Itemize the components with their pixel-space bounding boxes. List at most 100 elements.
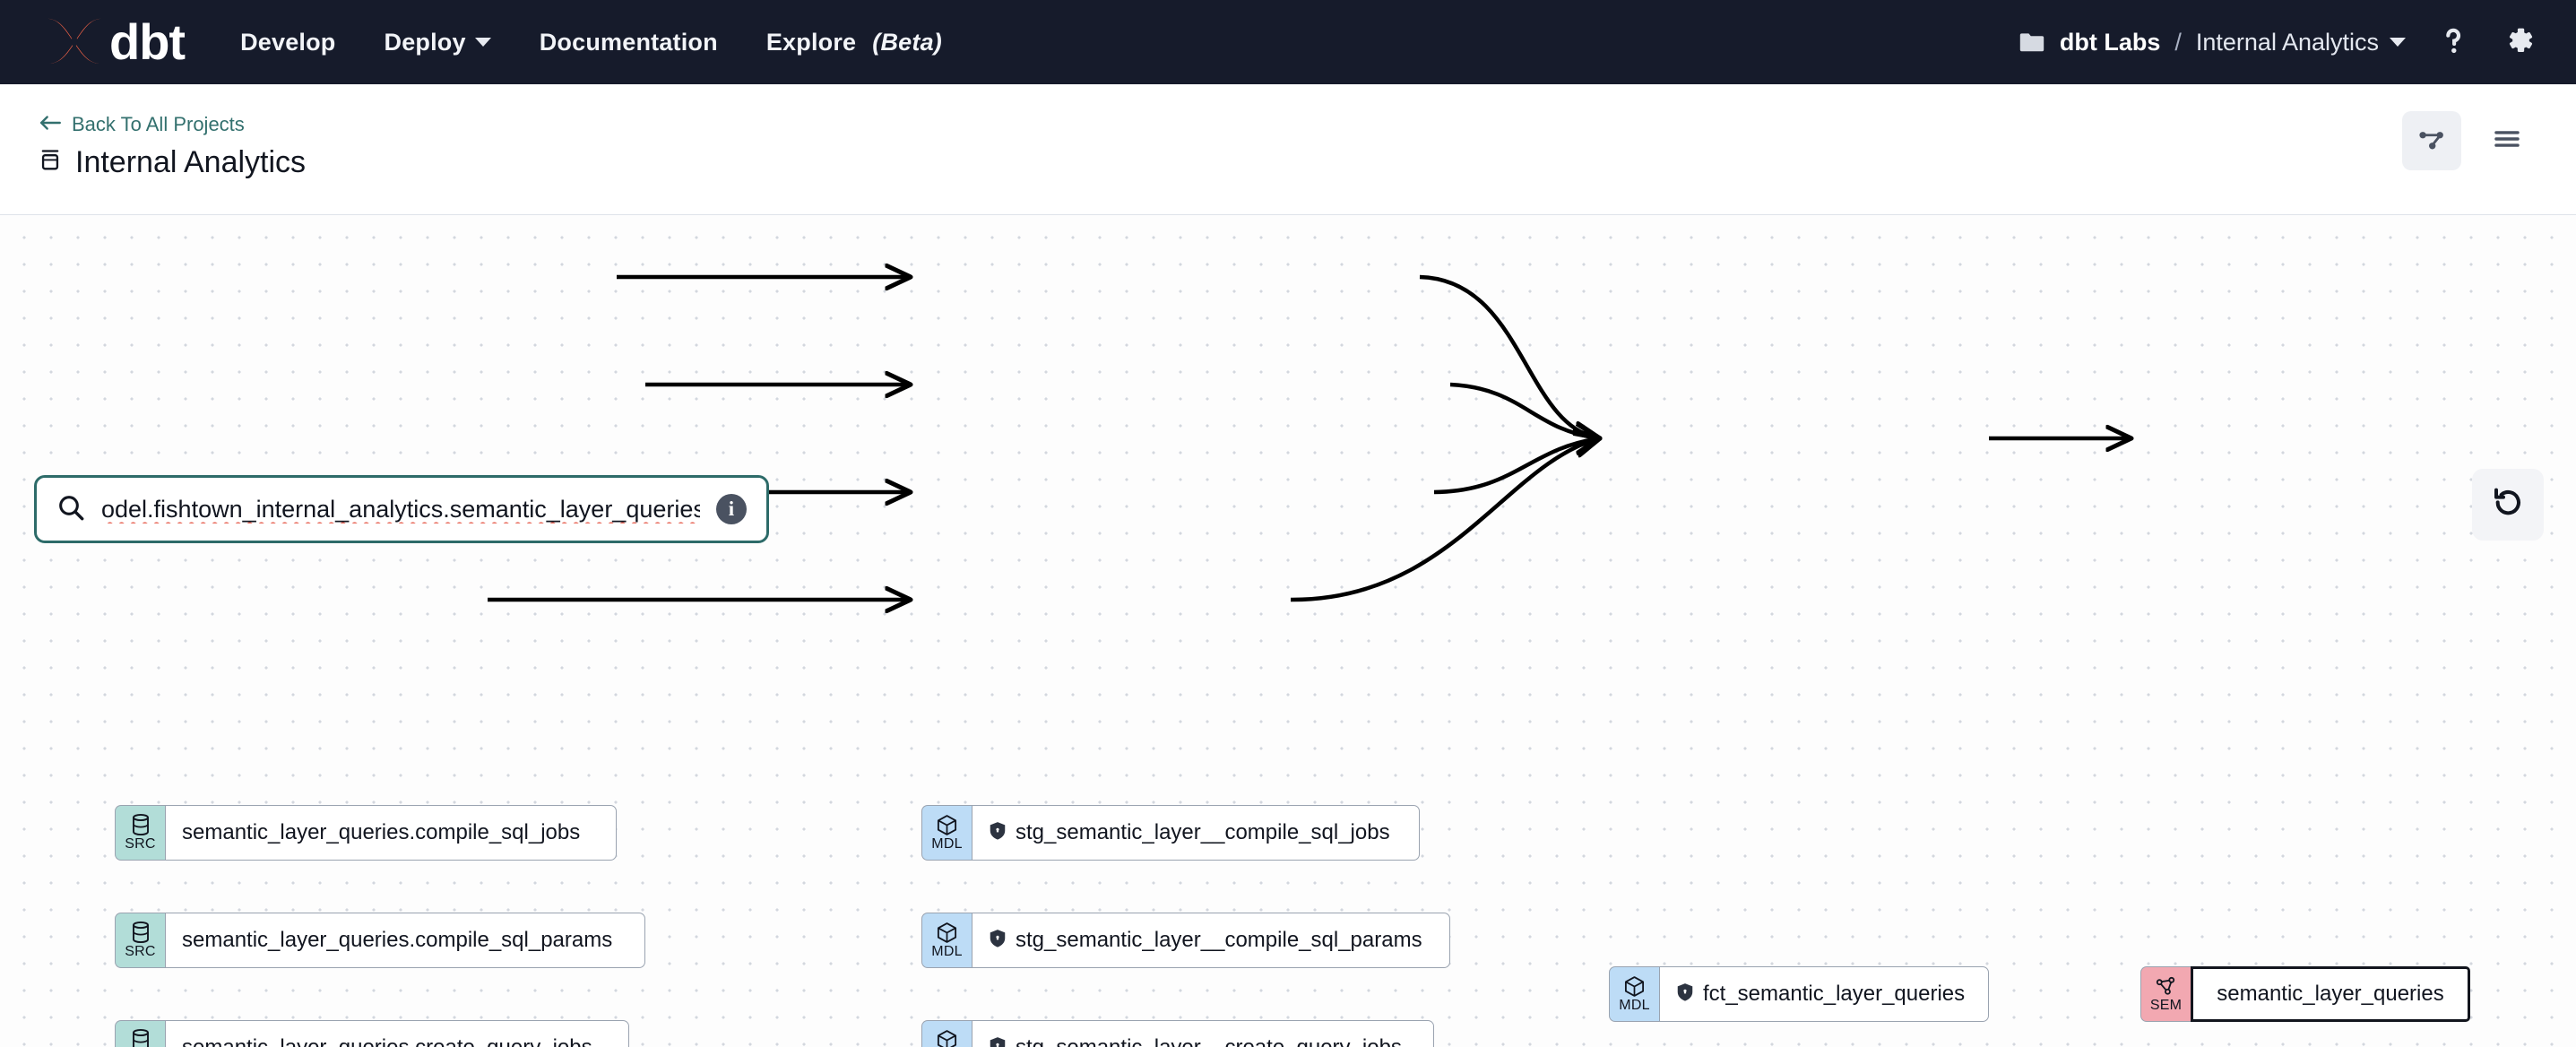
node-type-badge-src: SRC — [115, 913, 165, 968]
database-cylinder-icon — [131, 813, 151, 836]
nav-documentation[interactable]: Documentation — [540, 29, 718, 56]
node-type-label: SEM — [2149, 998, 2183, 1013]
breadcrumb-org[interactable]: dbt Labs — [2059, 28, 2161, 56]
lineage-node-src-compile-sql-params[interactable]: SRC semantic_layer_queries.compile_sql_p… — [115, 913, 645, 968]
shield-icon — [989, 1036, 1007, 1047]
cube-icon — [936, 921, 958, 944]
page-title-row: Internal Analytics — [39, 145, 306, 180]
dbt-wordmark: dbt — [109, 13, 186, 70]
dbt-logo[interactable]: dbt — [39, 13, 186, 70]
node-label: semantic_layer_queries — [2217, 982, 2444, 1006]
node-label: semantic_layer_queries.create_query_jobs — [182, 1035, 592, 1047]
lineage-graph-icon — [2416, 124, 2447, 159]
node-type-badge-mdl: MDL — [921, 1020, 972, 1047]
node-body: semantic_layer_queries.compile_sql_jobs — [165, 805, 617, 861]
nav-deploy-label: Deploy — [384, 28, 466, 56]
lineage-node-src-compile-sql-jobs[interactable]: SRC semantic_layer_queries.compile_sql_j… — [115, 805, 617, 861]
node-body: semantic_layer_queries.create_query_jobs — [165, 1020, 629, 1047]
nav-right-cluster: dbt Labs / Internal Analytics — [2018, 22, 2537, 63]
breadcrumb-separator: / — [2174, 28, 2182, 56]
node-type-label: MDL — [931, 836, 963, 852]
node-body: semantic_layer_queries.compile_sql_param… — [165, 913, 645, 968]
help-button[interactable] — [2436, 23, 2470, 62]
question-mark-icon — [2436, 23, 2470, 62]
settings-button[interactable] — [2501, 22, 2537, 63]
node-type-label: SRC — [125, 944, 156, 959]
nav-explore-beta-tag: (Beta) — [872, 28, 942, 56]
subheader-left: Back To All Projects Internal Analytics — [39, 104, 306, 180]
cube-icon — [936, 1028, 958, 1047]
node-type-badge-src: SRC — [115, 805, 165, 861]
node-type-label: MDL — [1619, 998, 1650, 1013]
breadcrumb: dbt Labs / Internal Analytics — [2018, 29, 2406, 56]
lineage-view-toggle[interactable] — [2402, 111, 2461, 170]
page-title: Internal Analytics — [75, 145, 307, 179]
hamburger-list-icon — [2492, 124, 2522, 159]
nav-develop[interactable]: Develop — [240, 29, 335, 56]
search-icon — [56, 493, 85, 526]
semantic-graph-icon — [2155, 974, 2177, 998]
lineage-node-mdl-stg-compile-sql-params[interactable]: MDL stg_semantic_layer__compile_sql_para… — [921, 913, 1450, 968]
cube-icon — [1623, 974, 1646, 998]
node-label: semantic_layer_queries.compile_sql_jobs — [182, 820, 581, 844]
node-body: stg_semantic_layer__create_query_jobs — [972, 1020, 1434, 1047]
reset-rotate-icon — [2490, 485, 2526, 525]
lineage-node-sem-semantic-layer-queries[interactable]: SEM semantic_layer_queries — [2140, 966, 2470, 1022]
node-type-label: MDL — [931, 944, 963, 959]
edge-mdl1-fct — [1419, 274, 1600, 438]
arrow-left-icon — [39, 113, 63, 136]
edge-mdl2-fct — [1449, 382, 1600, 438]
database-cylinder-icon — [131, 921, 151, 944]
node-type-badge-mdl: MDL — [1609, 966, 1659, 1022]
node-type-badge-src: SRC — [115, 1020, 165, 1047]
nav-documentation-label: Documentation — [539, 28, 718, 56]
dbt-logo-icon — [39, 14, 109, 70]
chevron-down-icon — [2390, 38, 2406, 47]
node-body: semantic_layer_queries — [2191, 966, 2470, 1022]
gear-icon — [2501, 22, 2537, 63]
node-search-field[interactable]: odel.fishtown_internal_analytics.semanti… — [34, 475, 769, 543]
node-type-badge-mdl: MDL — [921, 913, 972, 968]
database-cylinder-icon — [131, 1028, 151, 1047]
folder-icon — [2018, 31, 2045, 53]
nav-explore[interactable]: Explore (Beta) — [766, 29, 942, 56]
lineage-node-mdl-stg-create-query-jobs[interactable]: MDL stg_semantic_layer__create_query_job… — [921, 1020, 1434, 1047]
shield-icon — [989, 821, 1007, 845]
cube-icon — [936, 813, 958, 836]
edge-mdl3-fct — [1433, 438, 1600, 495]
node-type-badge-mdl: MDL — [921, 805, 972, 861]
primary-nav: Develop Deploy Documentation Explore (Be… — [240, 29, 942, 56]
nav-deploy[interactable]: Deploy — [385, 29, 491, 56]
node-label: semantic_layer_queries.compile_sql_param… — [182, 928, 613, 952]
node-body: stg_semantic_layer__compile_sql_jobs — [972, 805, 1420, 861]
node-label: stg_semantic_layer__compile_sql_jobs — [1016, 820, 1390, 844]
top-navigation-bar: dbt Develop Deploy Documentation Explore… — [0, 0, 2576, 84]
view-mode-toggle-group — [2402, 104, 2537, 170]
shield-icon — [989, 929, 1007, 953]
lineage-node-mdl-fct-semantic-layer-queries[interactable]: MDL fct_semantic_layer_queries — [1609, 966, 1989, 1022]
node-body: fct_semantic_layer_queries — [1659, 966, 1989, 1022]
back-link-label: Back To All Projects — [72, 113, 245, 135]
lineage-node-mdl-stg-compile-sql-jobs[interactable]: MDL stg_semantic_layer__compile_sql_jobs — [921, 805, 1420, 861]
lineage-node-src-create-query-jobs[interactable]: SRC semantic_layer_queries.create_query_… — [115, 1020, 629, 1047]
node-body: stg_semantic_layer__compile_sql_params — [972, 913, 1450, 968]
back-to-all-projects-link[interactable]: Back To All Projects — [39, 113, 306, 136]
breadcrumb-project-label: Internal Analytics — [2195, 28, 2379, 56]
node-type-badge-sem: SEM — [2140, 966, 2191, 1022]
chevron-down-icon — [474, 38, 491, 47]
info-icon[interactable]: i — [716, 494, 747, 524]
edge-mdl4-fct — [1290, 438, 1600, 602]
project-subheader: Back To All Projects Internal Analytics — [0, 84, 2576, 215]
breadcrumb-project-selector[interactable]: Internal Analytics — [2196, 29, 2406, 56]
database-icon — [39, 148, 61, 177]
lineage-canvas[interactable]: odel.fishtown_internal_analytics.semanti… — [0, 215, 2576, 1047]
node-type-label: SRC — [125, 836, 156, 852]
node-label: stg_semantic_layer__create_query_jobs — [1016, 1035, 1402, 1047]
nav-develop-label: Develop — [240, 28, 336, 56]
list-view-toggle[interactable] — [2477, 111, 2537, 170]
search-input[interactable]: odel.fishtown_internal_analytics.semanti… — [101, 495, 700, 523]
node-label: stg_semantic_layer__compile_sql_params — [1016, 928, 1422, 952]
reset-view-button[interactable] — [2472, 469, 2544, 541]
node-label: fct_semantic_layer_queries — [1703, 982, 1966, 1006]
shield-icon — [1676, 982, 1694, 1007]
